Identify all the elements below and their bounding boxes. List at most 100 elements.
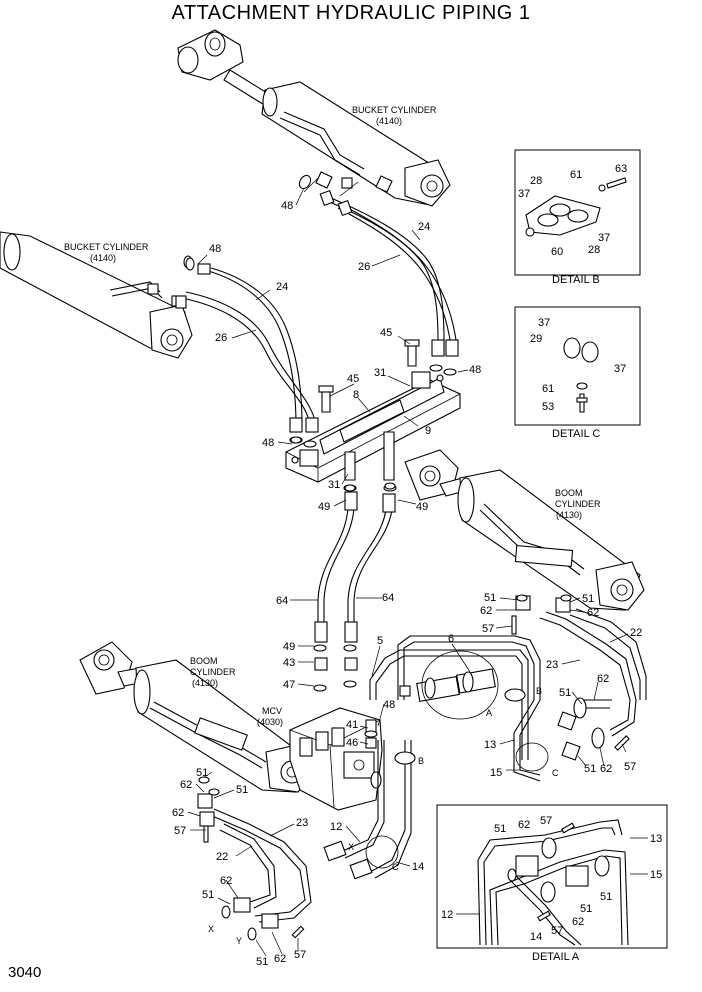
callout-48: 48 (262, 437, 274, 449)
callout-49: 49 (318, 501, 330, 513)
marker-c2: C (392, 862, 399, 872)
callout-64: 64 (382, 592, 394, 604)
callout-47: 47 (283, 679, 295, 691)
boom-right-label-2: CYLINDER (555, 499, 601, 509)
callout-57: 57 (624, 761, 636, 773)
detail-a-part: 15 (650, 869, 662, 881)
callout-31: 31 (328, 479, 340, 491)
callout-8: 8 (353, 389, 359, 401)
mcv-code: (4030) (257, 717, 283, 727)
boom-left-label-1: BOOM (190, 656, 218, 666)
callout-26: 26 (215, 332, 227, 344)
detail-b-part: 60 (551, 246, 563, 258)
detail-c-part: 29 (530, 333, 542, 345)
mcv-label: MCV (262, 706, 282, 716)
detail-c-caption: DETAIL C (552, 428, 600, 440)
callout-51: 51 (236, 784, 248, 796)
callout-62: 62 (480, 605, 492, 617)
detail-c-clamp (563, 337, 599, 413)
detail-a-part: 51 (580, 903, 592, 915)
callout-45: 45 (347, 373, 359, 385)
callout-62: 62 (220, 875, 232, 887)
detail-b-box (514, 149, 641, 276)
callout-62: 62 (587, 607, 599, 619)
callout-51: 51 (559, 687, 571, 699)
callout-12: 12 (330, 821, 342, 833)
detail-c-part: 37 (614, 363, 626, 375)
page-title: ATTACHMENT HYDRAULIC PIPING 1 (171, 2, 531, 24)
detail-a-part: 57 (551, 925, 563, 937)
detail-c-box (514, 306, 641, 426)
detail-a-part: 12 (441, 909, 453, 921)
detail-a-part: 62 (572, 916, 584, 928)
callout-22: 22 (216, 851, 228, 863)
callout-23: 23 (296, 817, 308, 829)
o-rings (185, 257, 572, 796)
callout-57: 57 (174, 825, 186, 837)
marker-c: C (552, 768, 559, 778)
detail-b-part: 28 (588, 244, 600, 256)
hoses-24-26-left (175, 255, 319, 433)
callout-48: 48 (383, 699, 395, 711)
marker-y: Y (236, 936, 242, 946)
detail-c-part: 37 (538, 317, 550, 329)
marker-b2: B (418, 756, 424, 766)
hoses-24-26-right (298, 174, 459, 357)
hoses-64 (313, 484, 397, 692)
detail-a-part: 13 (650, 833, 662, 845)
callout-48: 48 (281, 200, 293, 212)
marker-b: B (536, 686, 542, 696)
detail-b-part: 37 (518, 188, 530, 200)
callout-64: 64 (276, 595, 288, 607)
boom-right-code: (4130) (556, 510, 582, 520)
callout-62: 62 (274, 953, 286, 965)
callout-6: 6 (448, 633, 454, 645)
marker-x: X (208, 924, 214, 934)
callout-46: 46 (346, 737, 358, 749)
callout-26: 26 (358, 261, 370, 273)
boom-right-label-1: BOOM (555, 488, 583, 498)
callout-24: 24 (418, 221, 430, 233)
callout-51: 51 (256, 956, 268, 968)
detail-a-part: 51 (494, 823, 506, 835)
detail-b-part: 61 (570, 169, 582, 181)
callout-5: 5 (377, 635, 383, 647)
manifold-block (285, 339, 461, 483)
callout-51: 51 (202, 889, 214, 901)
callout-14: 14 (412, 861, 424, 873)
callout-51: 51 (584, 763, 596, 775)
callout-62: 62 (597, 673, 609, 685)
callout-23: 23 (546, 659, 558, 671)
detail-a-pipes (477, 819, 629, 946)
callout-41: 41 (346, 719, 358, 731)
marker-x2: X (348, 842, 354, 852)
callout-51: 51 (484, 592, 496, 604)
bucket-cylinder-top-code: (4140) (376, 116, 402, 126)
callout-9: 9 (425, 425, 431, 437)
detail-b-clamp (525, 177, 627, 237)
callout-13: 13 (484, 739, 496, 751)
bucket-cylinder-left-code: (4140) (90, 253, 116, 263)
callout-15: 15 (490, 767, 502, 779)
callout-48: 48 (209, 243, 221, 255)
pipes-main (323, 635, 549, 880)
bucket-cylinder-left-label: BUCKET CYLINDER (64, 242, 149, 252)
detail-a-part: 57 (540, 815, 552, 827)
detail-b-part: 37 (598, 232, 610, 244)
callout-62: 62 (600, 763, 612, 775)
callout-57: 57 (482, 623, 494, 635)
boom-left-label-2: CYLINDER (190, 667, 236, 677)
detail-b-part: 63 (615, 163, 627, 175)
callout-45: 45 (380, 327, 392, 339)
callout-62: 62 (172, 807, 184, 819)
callout-43: 43 (283, 657, 295, 669)
detail-a-box (436, 804, 668, 949)
callout-24: 24 (276, 281, 288, 293)
callout-62: 62 (180, 779, 192, 791)
marker-a: A (486, 708, 492, 718)
detail-a-caption: DETAIL A (532, 951, 580, 963)
callout-31: 31 (374, 367, 386, 379)
detail-c-part: 53 (542, 401, 554, 413)
boom-left-code: (4130) (192, 678, 218, 688)
